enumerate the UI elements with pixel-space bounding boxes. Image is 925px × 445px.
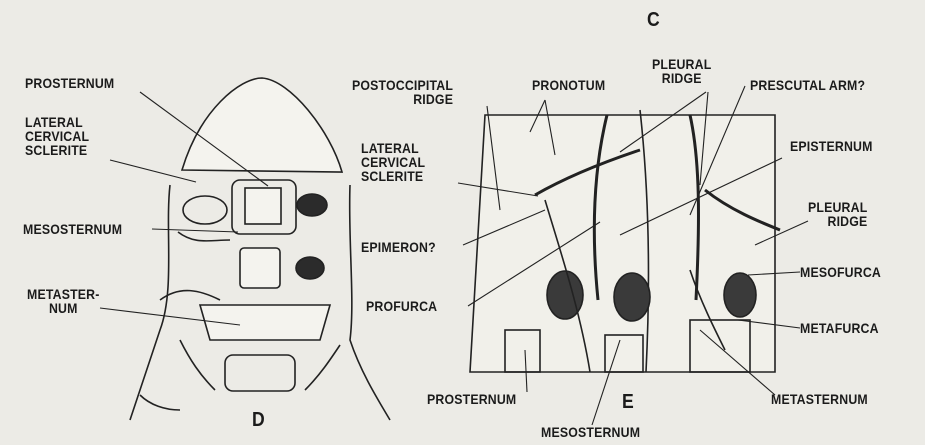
label-pleural-ridge-top: PLEURAL RIDGE bbox=[652, 57, 711, 85]
label-prosternum-e: PROSTERNUM bbox=[427, 392, 516, 406]
label-lateral-cervical-sclerite-e: LATERAL CERVICAL SCLERITE bbox=[361, 141, 425, 183]
label-prosternum-d: PROSTERNUM bbox=[25, 76, 114, 90]
label-epimeron: EPIMERON? bbox=[361, 240, 436, 254]
label-metafurca: METAFURCA bbox=[800, 321, 879, 335]
label-prescutal-arm: PRESCUTAL ARM? bbox=[750, 78, 865, 92]
label-lateral-cervical-sclerite-d: LATERAL CERVICAL SCLERITE bbox=[25, 115, 89, 157]
d-prosternum-plate bbox=[245, 188, 281, 224]
label-mesofurca: MESOFURCA bbox=[800, 265, 881, 279]
label-mesosternum-e: MESOSTERNUM bbox=[541, 425, 640, 439]
label-pleural-ridge-right: PLEURAL RIDGE bbox=[808, 200, 867, 228]
label-postoccipital-ridge: POSTOCCIPITAL RIDGE bbox=[352, 78, 453, 106]
panel-d-drawing bbox=[130, 78, 390, 420]
d-mesosternum-plate bbox=[240, 248, 280, 288]
panel-label-e: E bbox=[622, 392, 634, 412]
panel-label-c: C bbox=[647, 10, 660, 30]
label-metasternum-e: METASTERNUM bbox=[771, 392, 868, 406]
panel-label-d: D bbox=[252, 410, 265, 430]
label-metasternum-d: METASTER- NUM bbox=[27, 287, 100, 315]
label-episternum: EPISTERNUM bbox=[790, 139, 873, 153]
label-pronotum: PRONOTUM bbox=[532, 78, 605, 92]
panel-e-drawing bbox=[470, 110, 780, 372]
e-outline bbox=[470, 115, 775, 372]
label-profurca: PROFURCA bbox=[366, 299, 437, 313]
label-mesosternum-d: MESOSTERNUM bbox=[23, 222, 122, 236]
d-head-shield bbox=[182, 78, 342, 172]
